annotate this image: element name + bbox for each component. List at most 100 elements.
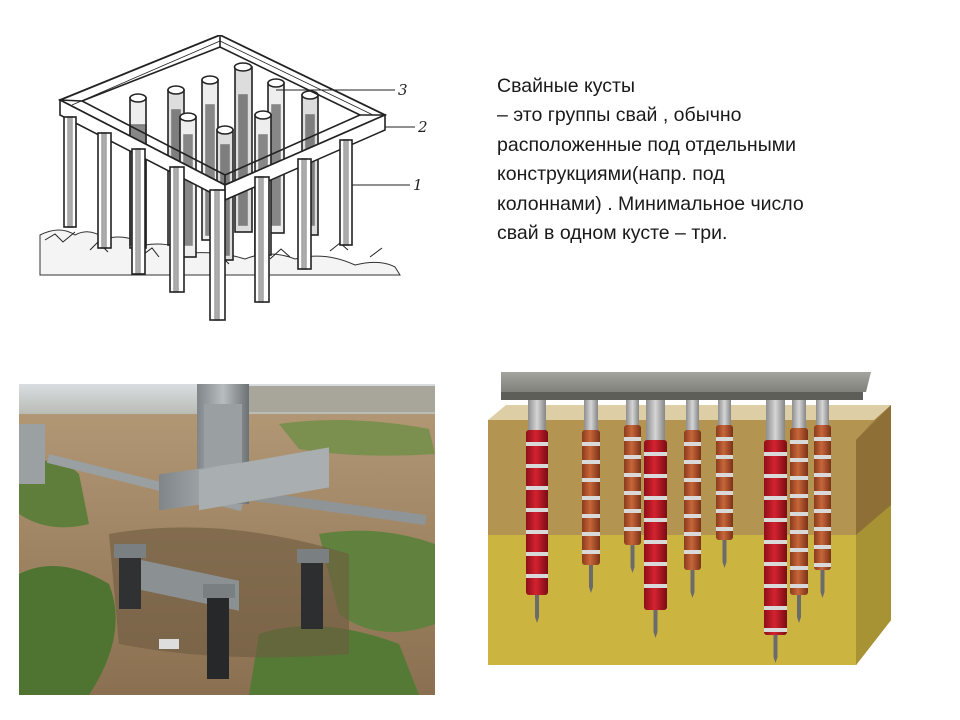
pile-band	[716, 455, 733, 459]
pile-band	[582, 442, 600, 446]
pile-band	[814, 491, 831, 495]
pile-band	[764, 496, 787, 500]
pile-band	[624, 509, 641, 513]
pile-screw-tip	[630, 545, 635, 573]
pile-band	[644, 584, 667, 588]
pile-band	[644, 562, 667, 566]
pile-screw-tip	[820, 570, 825, 598]
pile-band	[684, 514, 701, 518]
pile-band	[814, 437, 831, 441]
pile-shaft	[686, 398, 699, 436]
pile-shaft	[584, 398, 598, 436]
pile-band	[624, 473, 641, 477]
callout-2: 2	[417, 118, 428, 136]
pile-body	[644, 440, 667, 610]
pile-band	[644, 540, 667, 544]
callout-3: 3	[398, 81, 408, 99]
pile-band	[764, 474, 787, 478]
pile-band	[764, 606, 787, 610]
pile-band	[526, 508, 548, 512]
pile-band	[716, 509, 733, 513]
pile-band	[684, 442, 701, 446]
slide-title: Свайные кусты	[497, 75, 635, 97]
pile-band	[526, 574, 548, 578]
pile-body	[716, 425, 733, 540]
pile-band	[526, 552, 548, 556]
pile-band	[814, 455, 831, 459]
pile-band	[790, 440, 808, 444]
pile-band	[764, 518, 787, 522]
pile-screw-tip	[690, 570, 695, 598]
pile-band	[764, 628, 787, 632]
pile-band	[814, 473, 831, 477]
description-text: Свайные кусты – это группы свай , обычно…	[497, 72, 897, 248]
pile-screw-tip	[773, 635, 778, 663]
pile-band	[684, 532, 701, 536]
pile-band	[814, 545, 831, 549]
pile-screw-tip	[722, 540, 727, 568]
pile-band	[684, 478, 701, 482]
pile-shaft	[792, 398, 806, 434]
pile-cluster-render	[488, 372, 891, 665]
piles-group	[526, 398, 831, 663]
pile-band	[790, 512, 808, 516]
pile-band	[716, 473, 733, 477]
pile-shaft	[646, 398, 665, 446]
pile-band	[790, 530, 808, 534]
pile-band	[644, 518, 667, 522]
pile-band	[624, 527, 641, 531]
pile-shaft	[718, 398, 731, 431]
pile-cluster-drawing: 3 2 1	[39, 35, 428, 321]
steel-pile-photo	[19, 384, 435, 695]
pile-band	[790, 458, 808, 462]
pile-band	[764, 452, 787, 456]
pile-band	[790, 476, 808, 480]
pile-band	[624, 437, 641, 441]
pile-band	[526, 442, 548, 446]
pile-band	[526, 464, 548, 468]
pile-band	[790, 548, 808, 552]
pile-band	[582, 478, 600, 482]
pile-band	[624, 491, 641, 495]
pile-shaft	[766, 398, 785, 446]
pile-body	[526, 430, 548, 595]
pile-band	[684, 550, 701, 554]
pile-shaft	[626, 398, 639, 431]
pile-band	[582, 496, 600, 500]
pile-band	[764, 562, 787, 566]
pile-band	[814, 563, 831, 567]
pile-body	[764, 440, 787, 635]
pile-band	[582, 532, 600, 536]
pile-band	[526, 486, 548, 490]
pile-body	[814, 425, 831, 570]
callout-1: 1	[413, 176, 423, 194]
pile-band	[582, 550, 600, 554]
pile-band	[790, 494, 808, 498]
pile-band	[716, 437, 733, 441]
pile-screw-tip	[653, 610, 658, 638]
pile-band	[814, 527, 831, 531]
pile-band	[764, 584, 787, 588]
pile-band	[526, 530, 548, 534]
pile-band	[644, 474, 667, 478]
pile-band	[582, 460, 600, 464]
slide-body: – это группы свай , обычно расположенные…	[497, 104, 804, 245]
pile-band	[716, 491, 733, 495]
pile-band	[644, 452, 667, 456]
pile-band	[764, 540, 787, 544]
pile-shaft	[816, 398, 829, 431]
pile-band	[790, 566, 808, 570]
pile-band	[790, 584, 808, 588]
pile-screw-tip	[535, 595, 539, 623]
pile-band	[684, 496, 701, 500]
pile-band	[716, 527, 733, 531]
pile-shaft	[528, 398, 546, 436]
pile-band	[814, 509, 831, 513]
pile-screw-tip	[797, 595, 801, 623]
pile-band	[624, 455, 641, 459]
pile-band	[644, 496, 667, 500]
pile-screw-tip	[589, 565, 593, 593]
pile-body	[790, 428, 808, 595]
pile-band	[684, 460, 701, 464]
